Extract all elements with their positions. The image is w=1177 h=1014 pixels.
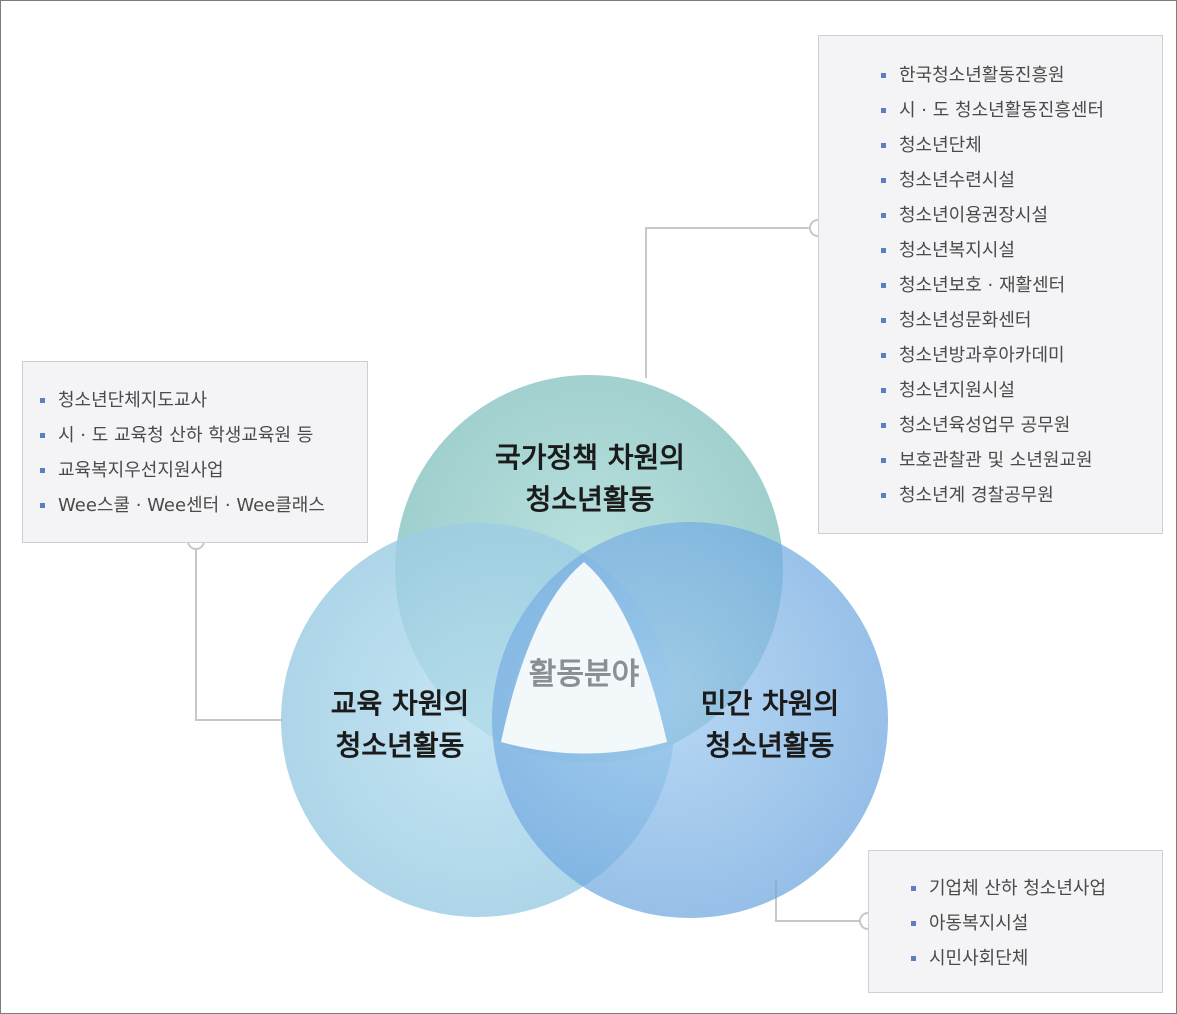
- private-circle-label: 민간 차원의 청소년활동: [620, 683, 920, 767]
- list-item: 시 · 도 교육청 산하 학생교육원 등: [40, 418, 367, 453]
- list-item: 청소년수련시설: [881, 163, 1162, 198]
- list-item: 기업체 산하 청소년사업: [911, 871, 1162, 906]
- list-item: 아동복지시설: [911, 906, 1162, 941]
- label-line: 청소년활동: [705, 729, 835, 762]
- list-item: 청소년방과후아카데미: [881, 338, 1162, 373]
- center-region: [501, 562, 667, 754]
- list-item: 시민사회단체: [911, 941, 1162, 976]
- list-item: 시 · 도 청소년활동진흥센터: [881, 93, 1162, 128]
- list-item: Wee스쿨 · Wee센터 · Wee클래스: [40, 488, 367, 523]
- national-circle-label: 국가정책 차원의 청소년활동: [440, 437, 740, 521]
- education-circle-label: 교육 차원의 청소년활동: [250, 683, 550, 767]
- connector-education: [195, 541, 283, 721]
- center-label: 활동분야: [528, 657, 640, 692]
- list-item: 청소년계 경찰공무원: [881, 478, 1162, 513]
- list-item: 청소년복지시설: [881, 233, 1162, 268]
- label-line: 교육 차원의: [330, 687, 470, 720]
- list-item: 청소년단체지도교사: [40, 383, 367, 418]
- list-item: 보호관찰관 및 소년원교원: [881, 443, 1162, 478]
- label-line: 국가정책 차원의: [494, 441, 686, 474]
- connector-national: [645, 227, 818, 378]
- list-item: 청소년보호 · 재활센터: [881, 268, 1162, 303]
- label-line: 민간 차원의: [700, 687, 840, 720]
- list-item: 한국청소년활동진흥원: [881, 58, 1162, 93]
- label-line: 청소년활동: [525, 483, 655, 516]
- list-item: 청소년육성업무 공무원: [881, 408, 1162, 443]
- list-item: 청소년성문화센터: [881, 303, 1162, 338]
- list-item: 청소년단체: [881, 128, 1162, 163]
- list-item: 교육복지우선지원사업: [40, 453, 367, 488]
- list-item: 청소년지원시설: [881, 373, 1162, 408]
- list-item: 청소년이용권장시설: [881, 198, 1162, 233]
- label-line: 청소년활동: [335, 729, 465, 762]
